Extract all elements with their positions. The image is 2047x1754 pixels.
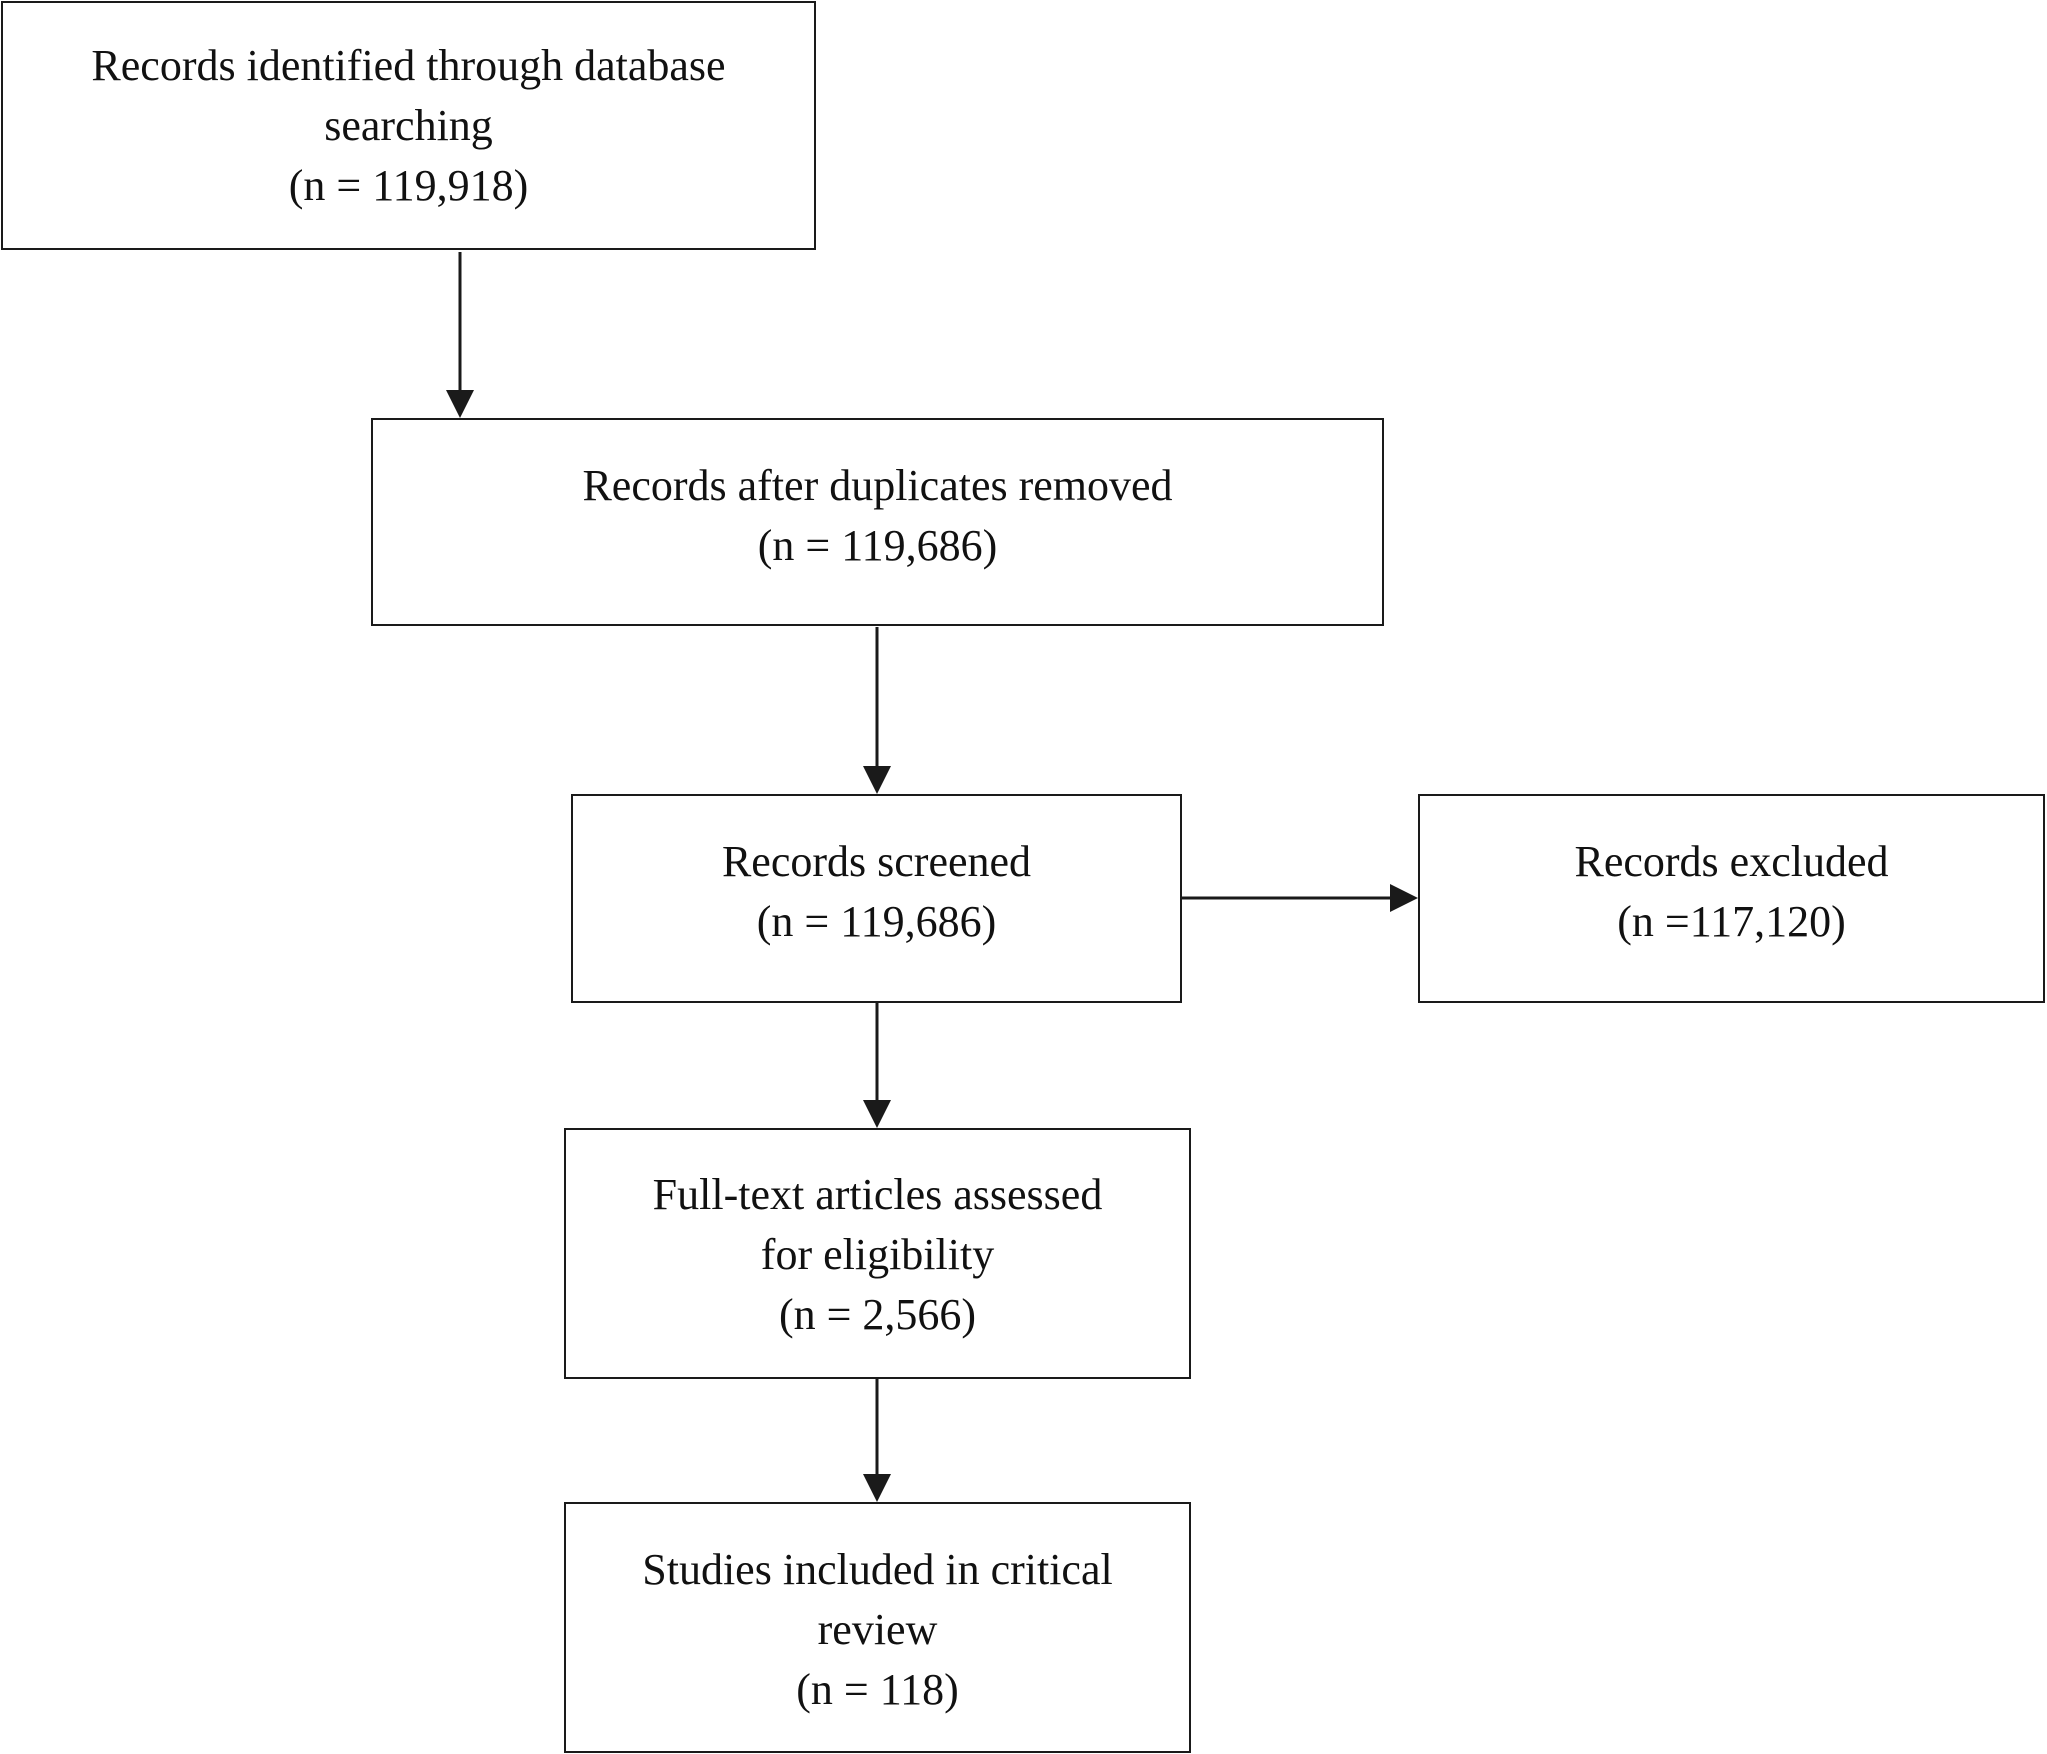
arrow-identified-to-deduplicated — [446, 252, 474, 418]
box-records-identified-count: (n = 119,918) — [288, 161, 529, 210]
arrow-screened-to-excluded — [1182, 884, 1418, 912]
box-records-identified-line-2: searching — [324, 101, 493, 150]
box-records-screened-label: Records screened — [721, 837, 1032, 886]
arrow-fulltext-to-included — [863, 1379, 891, 1502]
box-fulltext-assessed-line-2: for eligibility — [760, 1230, 995, 1279]
arrow-screened-to-fulltext — [863, 1003, 891, 1128]
box-records-screened-count: (n = 119,686) — [756, 897, 997, 946]
box-records-identified: Records identified through database sear… — [1, 1, 816, 250]
box-studies-included-count: (n = 118) — [796, 1665, 959, 1714]
box-studies-included-line-1: Studies included in critical — [642, 1545, 1113, 1594]
arrow-deduplicated-to-screened — [863, 627, 891, 794]
box-records-excluded-label: Records excluded — [1574, 837, 1889, 886]
box-records-excluded: Records excluded (n =117,120) — [1418, 794, 2045, 1003]
box-studies-included-line-2: review — [817, 1605, 938, 1654]
box-records-identified-line-1: Records identified through database — [91, 41, 726, 90]
box-records-after-duplicates: Records after duplicates removed (n = 11… — [371, 418, 1384, 626]
box-fulltext-assessed: Full-text articles assessed for eligibil… — [564, 1128, 1191, 1379]
box-studies-included: Studies included in critical review (n =… — [564, 1502, 1191, 1753]
box-records-excluded-count: (n =117,120) — [1617, 897, 1846, 946]
box-records-after-duplicates-count: (n = 119,686) — [757, 521, 998, 570]
box-fulltext-assessed-line-1: Full-text articles assessed — [652, 1170, 1103, 1219]
box-records-after-duplicates-label: Records after duplicates removed — [582, 461, 1173, 510]
box-records-screened: Records screened (n = 119,686) — [571, 794, 1182, 1003]
box-fulltext-assessed-count: (n = 2,566) — [778, 1290, 977, 1339]
